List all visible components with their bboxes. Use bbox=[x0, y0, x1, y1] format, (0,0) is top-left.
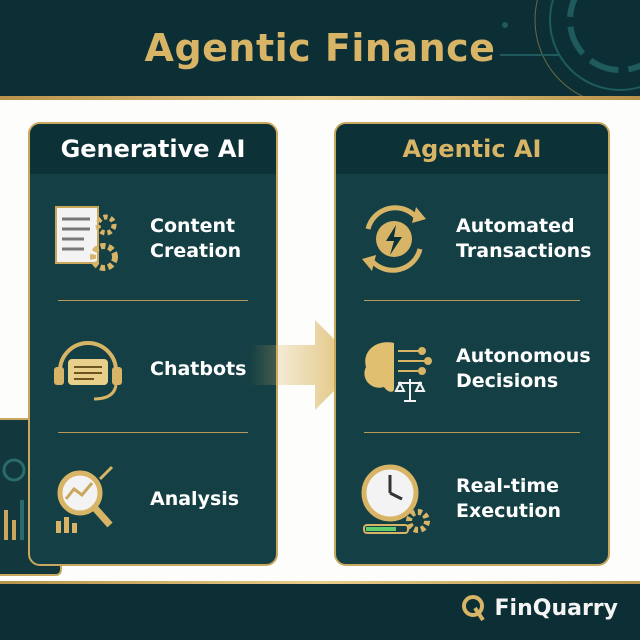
item-analysis: Analysis bbox=[30, 444, 276, 554]
item-chatbots: Chatbots bbox=[30, 314, 276, 424]
panel-title: Agentic AI bbox=[336, 124, 608, 174]
magnifier-chart-icon bbox=[56, 465, 114, 533]
footer: FinQuarry bbox=[0, 584, 640, 640]
brand-logo: FinQuarry bbox=[461, 594, 618, 622]
divider bbox=[364, 300, 580, 301]
gold-divider bbox=[0, 96, 640, 100]
item-label: Chatbots bbox=[150, 357, 247, 380]
divider bbox=[364, 432, 580, 433]
header-banner: Agentic Finance bbox=[0, 0, 640, 96]
arrow-right-icon bbox=[250, 320, 360, 410]
document-gear-icon bbox=[55, 206, 118, 271]
brand-name: FinQuarry bbox=[494, 595, 618, 621]
divider bbox=[58, 432, 248, 433]
brain-scale-icon bbox=[364, 342, 432, 402]
gold-divider bbox=[0, 581, 640, 585]
page-title: Agentic Finance bbox=[144, 26, 496, 70]
lightning-cycle-icon bbox=[362, 205, 426, 273]
circuit-decoration-icon bbox=[500, 0, 640, 96]
q-logo-icon bbox=[461, 595, 485, 622]
clock-gear-icon bbox=[361, 464, 430, 534]
panel-title: Generative AI bbox=[30, 124, 276, 174]
item-label: Analysis bbox=[150, 487, 240, 510]
headset-chat-icon bbox=[54, 341, 122, 401]
bar-chart-icon bbox=[2, 458, 26, 540]
divider bbox=[58, 300, 248, 301]
